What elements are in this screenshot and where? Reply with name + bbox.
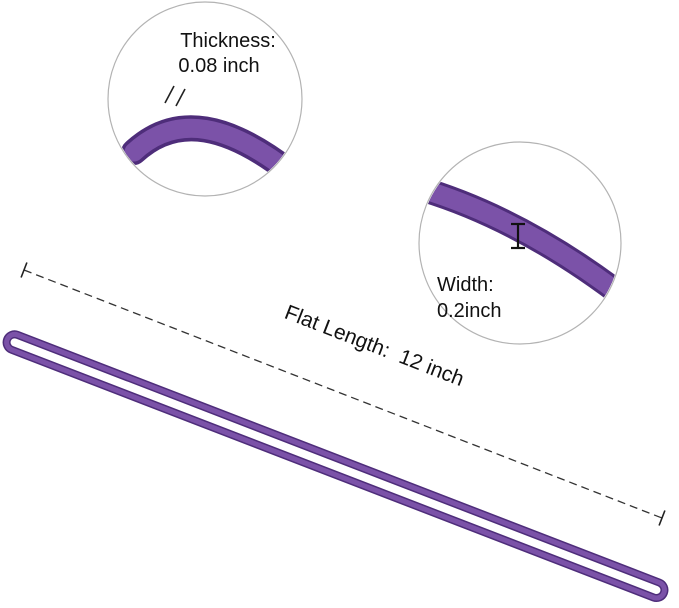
flat-length-dashed-line (23, 269, 663, 519)
band-top-strap-surface (124, 118, 301, 192)
thickness-value: 0.08 inch (178, 55, 259, 77)
band-width-strip-surface (420, 174, 620, 318)
thickness-label: Thickness: (180, 30, 276, 52)
main-band (2, 330, 669, 603)
thickness-tick-1 (164, 85, 175, 104)
flat-length-start-tick (20, 262, 28, 278)
width-value: 0.2inch (437, 300, 502, 322)
main-band-surface (4, 331, 667, 601)
main-band-edge (2, 330, 669, 603)
width-band-closeup (420, 171, 620, 321)
thickness-callout-circle (107, 1, 303, 197)
width-measure-marker (511, 222, 525, 250)
flat-length-end-tick (658, 510, 666, 526)
thickness-tick-2 (175, 88, 186, 107)
width-label: Width: (437, 274, 494, 296)
width-callout-circle (418, 141, 622, 345)
width-callout: Width: 0.2inch (418, 141, 622, 345)
thickness-callout: Thickness: 0.08 inch (107, 1, 303, 197)
